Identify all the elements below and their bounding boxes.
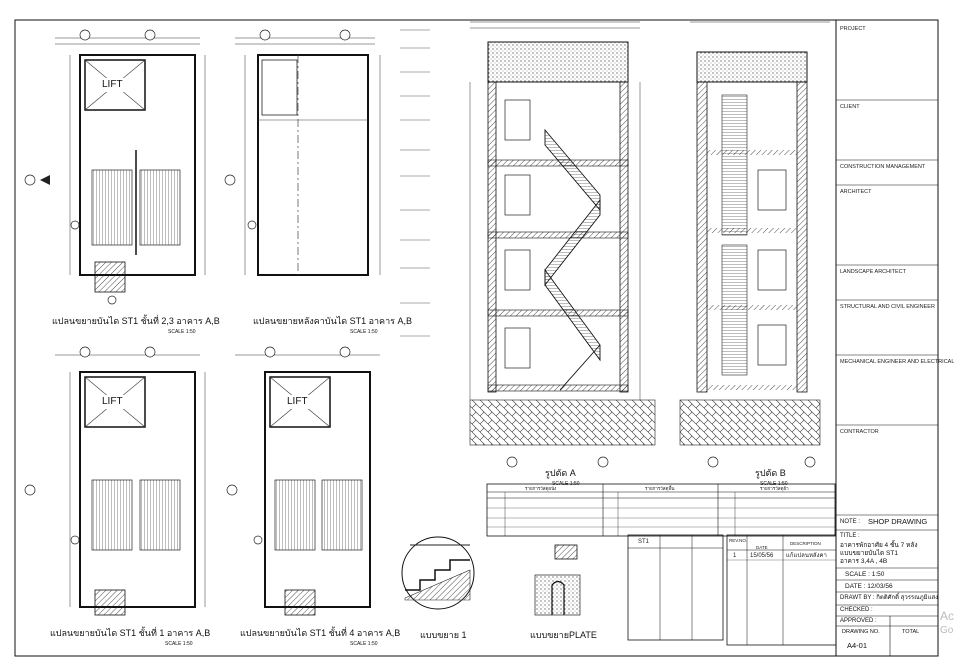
detail-1 bbox=[401, 536, 475, 610]
activation-watermark: Ac bbox=[940, 609, 955, 623]
schedule-header: รายการวัสดุผนัง bbox=[525, 486, 557, 491]
section-a bbox=[469, 21, 656, 468]
tb-checked: CHECKED : bbox=[840, 607, 873, 613]
tb-title-line: แบบขยายบันได ST1 bbox=[840, 550, 898, 557]
tb-project: PROJECT bbox=[840, 26, 866, 32]
tb-mechanical: MECHANICAL ENGINEER AND ELECTRICAL bbox=[840, 359, 955, 365]
plan-title: แปลนขยายบันได ST1 ชั้นที่ 2,3 อาคาร A,B bbox=[52, 316, 220, 326]
section-scale: SCALE 1:50 bbox=[552, 481, 580, 487]
tb-total-label: TOTAL bbox=[902, 629, 920, 635]
detail-title: แบบขยาย 1 bbox=[420, 630, 467, 640]
plan-title: แปลนขยายหลังคาบันได ST1 อาคาร A,B bbox=[253, 316, 412, 326]
detail-plate bbox=[534, 544, 581, 616]
title-block-lines bbox=[836, 99, 938, 656]
lift-label: LIFT bbox=[287, 396, 308, 407]
tb-scale: SCALE : 1:50 bbox=[845, 571, 885, 578]
tb-drawing-no: A4-01 bbox=[847, 641, 868, 650]
revision-header: DATE bbox=[756, 545, 768, 550]
section-title: รูปตัด A bbox=[545, 468, 576, 478]
tb-construction: CONSTRUCTION MANAGEMENT bbox=[840, 164, 926, 170]
tb-date: DATE : 12/03/56 bbox=[845, 583, 893, 590]
general-notes-column bbox=[400, 29, 430, 337]
section-scale: SCALE 1:50 bbox=[760, 481, 788, 487]
tb-drawing-no-label: DRAWING NO. bbox=[842, 629, 880, 635]
activation-watermark: Go bbox=[940, 625, 954, 636]
plan-scale: SCALE 1:50 bbox=[165, 641, 193, 647]
tb-title-line: อาคาร 3,4A , 4B bbox=[840, 558, 888, 565]
plan-title: แปลนขยายบันได ST1 ชั้นที่ 4 อาคาร A,B bbox=[240, 628, 401, 638]
material-schedule-table bbox=[486, 483, 836, 537]
tb-client: CLIENT bbox=[840, 104, 860, 110]
lift-label: LIFT bbox=[102, 79, 123, 90]
revision-no: 1 bbox=[733, 553, 737, 559]
tb-note: SHOP DRAWING bbox=[868, 517, 928, 526]
plan-scale: SCALE 1:50 bbox=[350, 641, 378, 647]
tb-title-label: TITLE : bbox=[840, 533, 860, 539]
plan-floor-1 bbox=[24, 346, 206, 616]
section-b bbox=[679, 21, 830, 468]
section-title: รูปตัด B bbox=[755, 468, 786, 478]
lift-label: LIFT bbox=[102, 396, 123, 407]
revision-date: 15/05/56 bbox=[750, 553, 774, 559]
level-table bbox=[627, 534, 724, 641]
tb-landscape: LANDSCAPE ARCHITECT bbox=[840, 269, 907, 275]
revision-desc: แก้แปลนหลังคา bbox=[786, 553, 827, 559]
tb-structural: STRUCTURAL AND CIVIL ENGINEER bbox=[840, 304, 935, 310]
tb-drawn: DRAWT BY : กิตติศักดิ์ สุวรรณภูมิแสง bbox=[840, 595, 939, 601]
plan-scale: SCALE 1:50 bbox=[168, 329, 196, 335]
schedule-header: รายการวัสดุพื้น bbox=[645, 486, 675, 491]
detail-title: แบบขยายPLATE bbox=[530, 630, 597, 640]
schedule-header: รายการวัสดุฝ้า bbox=[760, 486, 789, 491]
tb-approved: APPROVED : bbox=[840, 618, 877, 624]
tb-title-line: อาคารพักอาศัย 4 ชั้น 7 หลัง bbox=[840, 542, 918, 549]
tb-note-label: NOTE : bbox=[840, 519, 861, 525]
plan-floor-4 bbox=[226, 346, 380, 616]
plan-title: แปลนขยายบันได ST1 ชั้นที่ 1 อาคาร A,B bbox=[50, 628, 211, 638]
revision-header: DESCRIPTION bbox=[790, 541, 821, 546]
revision-header: REV.NO. bbox=[729, 538, 748, 543]
revision-table bbox=[726, 534, 837, 646]
tb-contractor: CONTRACTOR bbox=[840, 429, 879, 435]
plan-scale: SCALE 1:50 bbox=[350, 329, 378, 335]
level-table-label: ST1 bbox=[638, 539, 650, 545]
tb-architect: ARCHITECT bbox=[840, 189, 872, 195]
plan-floor-2-3 bbox=[24, 29, 206, 305]
plan-roof bbox=[224, 29, 381, 276]
